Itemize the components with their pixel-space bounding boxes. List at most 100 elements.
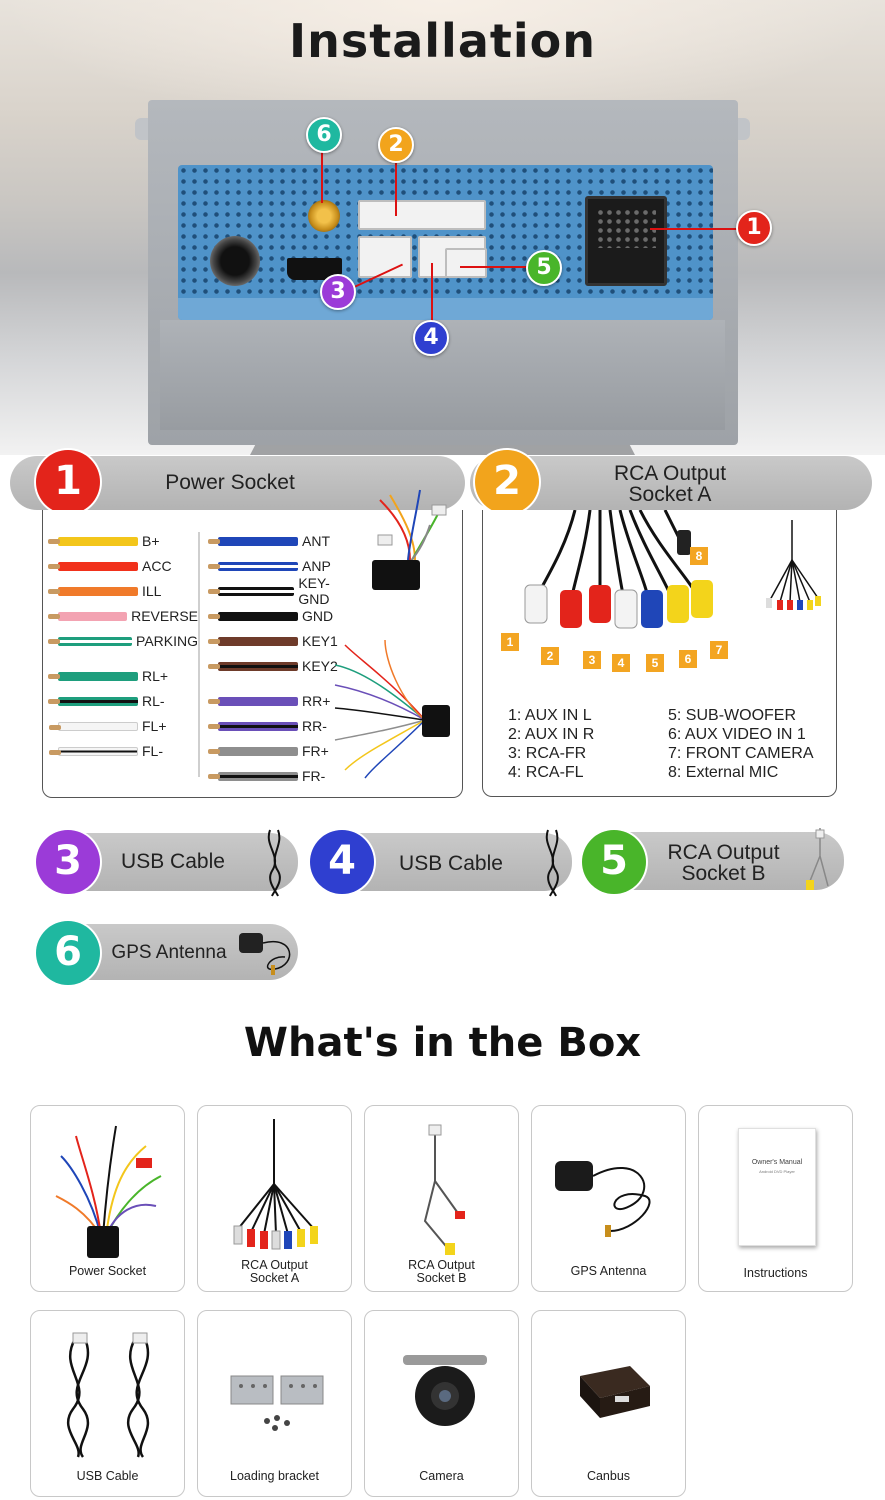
usb-cable-image [66, 1332, 150, 1458]
whats-in-box-title: What's in the Box [243, 1020, 642, 1066]
rca-socket-a-label-line1: RCA Output [613, 462, 727, 485]
wire-swatch [48, 671, 138, 681]
wire-label: FR- [302, 768, 326, 784]
wire-row: RL- [48, 691, 198, 711]
wire-swatch [208, 561, 298, 571]
rca-legend-item: 1: AUX IN L [508, 707, 592, 724]
box-item-camera: Camera [364, 1310, 519, 1497]
bar-number-1: 1 [36, 450, 100, 514]
gps-antenna-image [555, 1161, 651, 1237]
manual-title: Owner's Manual [751, 1159, 803, 1166]
wire-swatch [208, 661, 298, 671]
box-item-rca-socket-a: RCA Output Socket A [197, 1105, 352, 1292]
manual-subtitle: Android DVD Player [759, 1169, 795, 1174]
loading-bracket-image [230, 1375, 324, 1431]
box-item-label: Instructions [743, 1266, 808, 1280]
box-item-label: Power Socket [68, 1264, 147, 1278]
bar-number-4: 4 [310, 830, 374, 894]
wire-swatch [208, 611, 298, 621]
wire-swatch [208, 636, 298, 646]
wire-label: ANP [302, 558, 331, 574]
rca-legend-item: 5: SUB-WOOFER [668, 707, 797, 724]
wire-swatch [208, 771, 298, 781]
rca-tag-3: 3 [583, 651, 601, 669]
power-socket-pins [596, 208, 656, 248]
wire-label: PARKING [136, 633, 198, 649]
wire-swatch [48, 696, 138, 706]
radio-antenna-port [210, 236, 260, 286]
rca-tag-4: 4 [612, 654, 630, 672]
box-item-label: RCA Output Socket B [365, 1259, 518, 1285]
rca-tag-6: 6 [679, 650, 697, 668]
wire-label: RL+ [142, 668, 169, 684]
wire-label: KEY2 [302, 658, 338, 674]
box-item-label: Canbus [586, 1469, 631, 1483]
rca-socket-b-image [423, 1124, 465, 1255]
bar-number-2: 2 [475, 450, 539, 514]
box-item-label-line1: RCA Output [241, 1258, 308, 1272]
box-item-canbus: Canbus [531, 1310, 686, 1497]
wire-label: RR+ [302, 693, 331, 709]
manual-booklet: Owner's Manual Android DVD Player [738, 1128, 816, 1246]
wire-swatch [208, 721, 298, 731]
rca-socket-b-label-line2: Socket B [681, 862, 766, 885]
rca-legend-item: 3: RCA-FR [508, 745, 587, 762]
rca-legend-left: 1: AUX IN L 2: AUX IN R 3: RCA-FR 4: RCA… [508, 706, 668, 782]
wire-row: RR- [208, 716, 358, 736]
wire-row: FR+ [208, 741, 358, 761]
wire-swatch [48, 536, 138, 546]
wire-row: GND [208, 606, 358, 626]
wire-swatch [208, 746, 298, 756]
marker-3: 3 [320, 274, 356, 310]
wire-row: RR+ [208, 691, 358, 711]
rca-tag-2: 2 [541, 647, 559, 665]
wire-row: FL+ [49, 716, 198, 736]
box-item-usb-cable: USB Cable [30, 1310, 185, 1497]
marker-2: 2 [378, 127, 414, 163]
usb-cable-icon-2 [545, 829, 559, 897]
rca-cable-image [524, 510, 713, 629]
box-item-rca-socket-b: RCA Output Socket B [364, 1105, 519, 1292]
hdmi-port [287, 258, 342, 280]
wire-label: B+ [142, 533, 160, 549]
rca-tag-8: 8 [690, 547, 708, 565]
rca-legend-item: 4: RCA-FL [508, 764, 584, 781]
gps-antenna-port [308, 200, 340, 232]
marker-6: 6 [306, 117, 342, 153]
usb-cable-label-2: USB Cable [399, 852, 503, 875]
camera-image [403, 1355, 487, 1426]
wire-row: KEY1 [208, 631, 358, 651]
box-item-instructions: Owner's Manual Android DVD Player Instru… [698, 1105, 853, 1292]
wire-row: RL+ [48, 666, 198, 686]
wire-row: PARKING [47, 631, 198, 651]
installation-title: Installation [289, 14, 596, 68]
wire-swatch [207, 586, 295, 596]
wire-row: B+ [48, 531, 198, 551]
wire-swatch [208, 536, 298, 546]
rca-socket-a-label-line2: Socket A [628, 483, 712, 506]
box-item-label: Camera [419, 1469, 464, 1483]
bar-number-5: 5 [582, 830, 646, 894]
leader-line-4 [431, 263, 433, 321]
rca-socket-b-icon [806, 828, 829, 890]
wire-swatch [47, 611, 128, 621]
box-item-gps-antenna: GPS Antenna [531, 1105, 686, 1292]
rca-socket-b-label-line1: RCA Output [667, 841, 780, 864]
rca-legend-item: 8: External MIC [668, 764, 779, 781]
box-item-label-line2: Socket A [249, 1271, 300, 1285]
rca-legend-item: 6: AUX VIDEO IN 1 [668, 726, 806, 743]
box-item-label: USB Cable [76, 1469, 139, 1483]
rca-legend-right: 5: SUB-WOOFER 6: AUX VIDEO IN 1 7: FRONT… [668, 706, 833, 782]
box-item-loading-bracket: Loading bracket [197, 1310, 352, 1497]
connector-socket-a [358, 200, 486, 230]
leader-line-5 [460, 266, 528, 268]
rca-socket-b-label: RCA Output Socket B [646, 842, 801, 884]
wire-swatch [208, 696, 298, 706]
marker-1: 1 [736, 210, 772, 246]
power-socket-image [55, 1125, 162, 1258]
leader-line-6 [321, 151, 323, 203]
box-item-label: GPS Antenna [570, 1264, 647, 1278]
box-item-label-line2: Socket B [416, 1271, 467, 1285]
